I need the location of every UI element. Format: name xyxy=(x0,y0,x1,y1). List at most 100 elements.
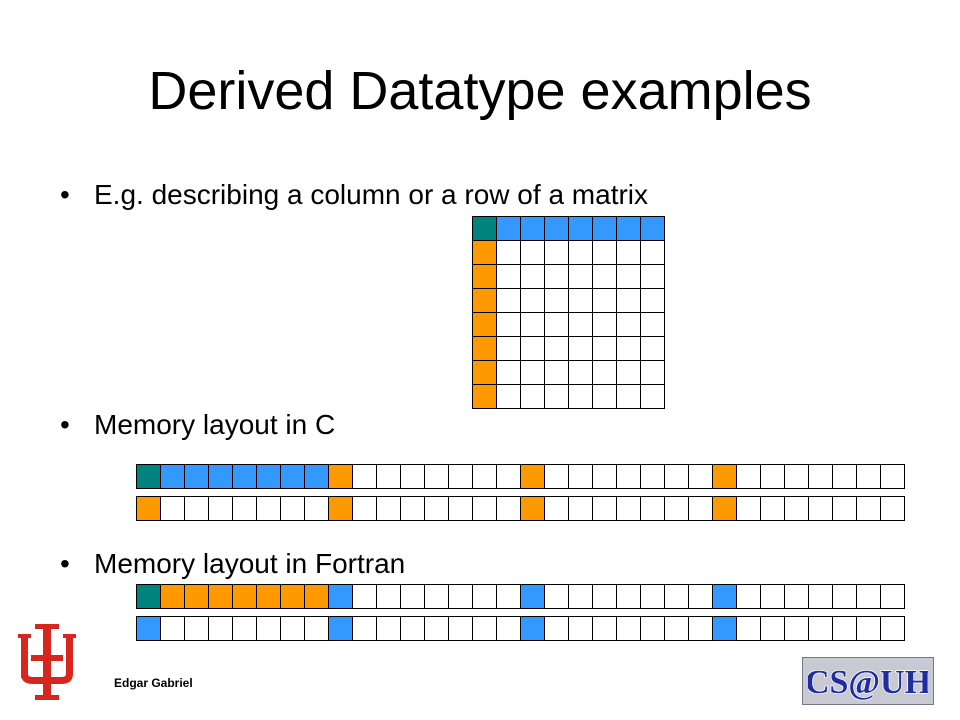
memory-fortran-cell-empty xyxy=(425,585,449,609)
memory-c-cell-empty xyxy=(377,465,401,489)
matrix-cell-empty xyxy=(497,385,521,409)
memory-c-cell-empty xyxy=(257,497,281,521)
memory-c-cell-blue xyxy=(161,465,185,489)
memory-c-cell-empty xyxy=(665,497,689,521)
matrix-diagram xyxy=(472,216,665,409)
matrix-cell-empty xyxy=(569,337,593,361)
memory-c-cell-empty xyxy=(305,497,329,521)
memory-fortran-cell-empty xyxy=(641,617,665,641)
memory-c-cell-empty xyxy=(809,497,833,521)
memory-strip-fortran-row-1 xyxy=(136,584,905,609)
memory-fortran-cell-empty xyxy=(761,617,785,641)
memory-c-cell-empty xyxy=(425,465,449,489)
memory-fortran-cell-orange xyxy=(209,585,233,609)
memory-fortran-cell-empty xyxy=(401,585,425,609)
memory-c-cell-empty xyxy=(833,497,857,521)
cs-at-uh-logo: CS@UH xyxy=(802,657,934,705)
matrix-cell-empty xyxy=(545,337,569,361)
matrix-cell-empty xyxy=(545,289,569,313)
matrix-cell-empty xyxy=(569,313,593,337)
memory-fortran-cell-empty xyxy=(209,617,233,641)
memory-c-cell-empty xyxy=(881,497,905,521)
memory-fortran-cell-empty xyxy=(353,617,377,641)
memory-c-cell-empty xyxy=(665,465,689,489)
matrix-cell-empty xyxy=(497,361,521,385)
matrix-cell-empty xyxy=(569,289,593,313)
bullet-memory-layout-c: •Memory layout in C xyxy=(60,408,335,442)
memory-fortran-cell-orange xyxy=(305,585,329,609)
memory-c-cell-empty xyxy=(473,465,497,489)
matrix-cell-empty xyxy=(593,241,617,265)
memory-fortran-cell-empty xyxy=(809,585,833,609)
slide-title: Derived Datatype examples xyxy=(148,61,812,121)
memory-c-cell-orange xyxy=(713,465,737,489)
memory-fortran-cell-empty xyxy=(761,585,785,609)
matrix-cell-empty xyxy=(545,385,569,409)
matrix-cell-empty xyxy=(593,361,617,385)
memory-c-cell-empty xyxy=(401,465,425,489)
memory-c-cell-empty xyxy=(569,465,593,489)
memory-fortran-cell-empty xyxy=(593,617,617,641)
memory-c-cell-blue xyxy=(305,465,329,489)
memory-fortran-cell-orange xyxy=(185,585,209,609)
memory-fortran-cell-empty xyxy=(233,617,257,641)
matrix-cell-orange xyxy=(473,241,497,265)
matrix-cell-empty xyxy=(617,241,641,265)
memory-c-cell-empty xyxy=(497,497,521,521)
memory-fortran-cell-empty xyxy=(401,617,425,641)
bullet-point-icon: • xyxy=(60,548,70,579)
memory-c-cell-orange xyxy=(521,465,545,489)
memory-fortran-cell-empty xyxy=(449,617,473,641)
memory-fortran-cell-empty xyxy=(257,617,281,641)
memory-fortran-cell-empty xyxy=(857,585,881,609)
memory-fortran-cell-empty xyxy=(425,617,449,641)
memory-c-cell-empty xyxy=(209,497,233,521)
memory-c-cell-empty xyxy=(689,465,713,489)
matrix-cell-teal xyxy=(473,217,497,241)
memory-c-cell-empty xyxy=(185,497,209,521)
matrix-cell-blue xyxy=(545,217,569,241)
memory-fortran-cell-empty xyxy=(497,585,521,609)
memory-c-cell-empty xyxy=(785,497,809,521)
memory-c-cell-empty xyxy=(617,465,641,489)
memory-c-cell-empty xyxy=(761,465,785,489)
bullet-text: Memory layout in C xyxy=(94,409,336,440)
matrix-cell-empty xyxy=(497,241,521,265)
matrix-cell-empty xyxy=(521,289,545,313)
memory-fortran-cell-empty xyxy=(545,585,569,609)
memory-c-cell-empty xyxy=(761,497,785,521)
matrix-cell-empty xyxy=(617,337,641,361)
matrix-cell-empty xyxy=(617,313,641,337)
memory-fortran-cell-empty xyxy=(545,617,569,641)
matrix-cell-orange xyxy=(473,337,497,361)
memory-c-cell-empty xyxy=(281,497,305,521)
matrix-cell-empty xyxy=(545,265,569,289)
memory-fortran-cell-empty xyxy=(737,617,761,641)
memory-fortran-cell-empty xyxy=(185,617,209,641)
memory-c-cell-empty xyxy=(833,465,857,489)
memory-c-cell-empty xyxy=(809,465,833,489)
memory-fortran-cell-blue xyxy=(713,617,737,641)
matrix-cell-empty xyxy=(617,289,641,313)
matrix-cell-empty xyxy=(569,265,593,289)
memory-c-cell-orange xyxy=(329,465,353,489)
memory-fortran-cell-empty xyxy=(737,585,761,609)
memory-fortran-cell-empty xyxy=(833,585,857,609)
matrix-cell-empty xyxy=(641,265,665,289)
memory-fortran-cell-empty xyxy=(665,585,689,609)
memory-c-cell-blue xyxy=(209,465,233,489)
memory-fortran-cell-empty xyxy=(617,617,641,641)
matrix-cell-empty xyxy=(569,241,593,265)
memory-c-cell-empty xyxy=(497,465,521,489)
memory-fortran-cell-orange xyxy=(161,585,185,609)
matrix-cell-orange xyxy=(473,289,497,313)
matrix-cell-empty xyxy=(641,337,665,361)
memory-c-cell-empty xyxy=(593,497,617,521)
bullet-matrix-description: •E.g. describing a column or a row of a … xyxy=(60,178,648,212)
memory-c-cell-blue xyxy=(257,465,281,489)
memory-fortran-cell-blue xyxy=(713,585,737,609)
matrix-cell-empty xyxy=(641,385,665,409)
memory-c-cell-teal xyxy=(137,465,161,489)
memory-c-cell-orange xyxy=(137,497,161,521)
bullet-memory-layout-fortran: •Memory layout in Fortran xyxy=(60,547,405,581)
